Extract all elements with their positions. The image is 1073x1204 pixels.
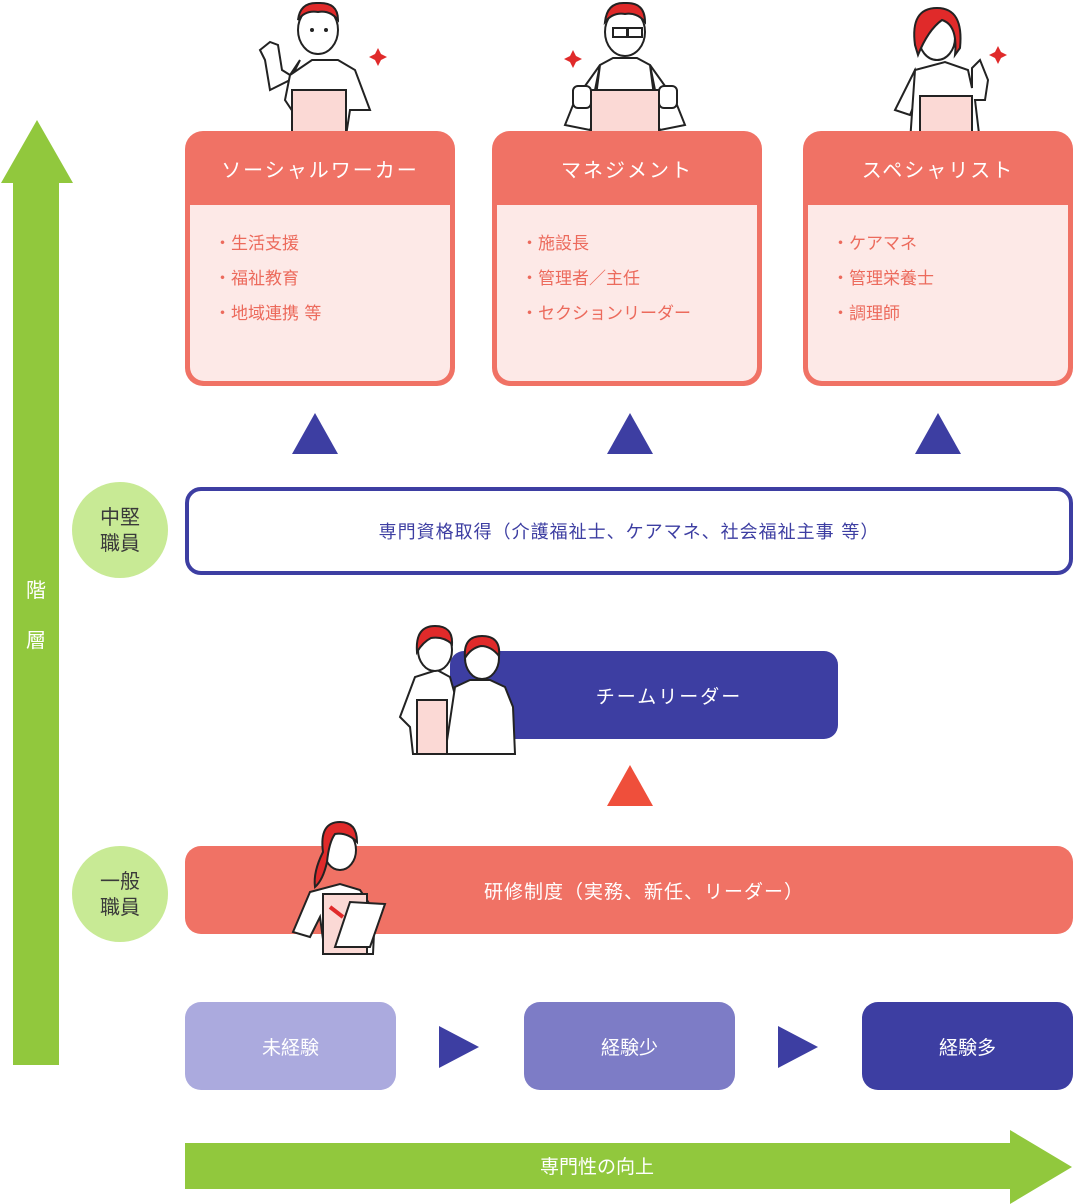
card-item: 地域連携 等 [190, 297, 450, 332]
next-arrow-icon [439, 1026, 479, 1068]
manager-illustration [563, 1, 687, 143]
level-badge-line: 職員 [100, 531, 140, 555]
card-body: 施設長 管理者／主任 セクションリーダー [497, 205, 757, 381]
up-arrow-icon [607, 413, 653, 454]
hierarchy-label-1: 階 [26, 578, 46, 602]
up-arrow-icon [292, 413, 338, 454]
card-title: マネジメント [561, 157, 693, 182]
experience-label: 未経験 [261, 1036, 319, 1059]
qualification-box: 専門資格取得（介護福祉士、ケアマネ、社会福祉主事 等） [185, 487, 1073, 575]
experience-label: 経験少 [600, 1036, 658, 1059]
level-badge-line: 一般 [100, 869, 140, 893]
experience-step-little: 経験少 [524, 1002, 735, 1090]
specialist-illustration [893, 6, 1007, 143]
card-item: 生活支援 [190, 227, 450, 262]
card-item: 管理栄養士 [808, 262, 1068, 297]
up-arrow-icon [915, 413, 961, 454]
card-item: セクションリーダー [497, 297, 757, 332]
level-badge-line: 職員 [100, 895, 140, 919]
career-card-management: マネジメント 施設長 管理者／主任 セクションリーダー [492, 131, 762, 386]
experience-label: 経験多 [938, 1036, 996, 1059]
level-badge-line: 中堅 [100, 505, 140, 529]
expertise-arrow [185, 1130, 1072, 1204]
career-card-specialist: スペシャリスト ケアマネ 管理栄養士 調理師 [803, 131, 1073, 386]
card-item: 管理者／主任 [497, 262, 757, 297]
career-card-social-worker: ソーシャルワーカー 生活支援 福祉教育 地域連携 等 [185, 131, 455, 386]
experience-step-much: 経験多 [862, 1002, 1073, 1090]
card-title: スペシャリスト [861, 157, 1015, 182]
card-body: ケアマネ 管理栄養士 調理師 [808, 205, 1068, 381]
next-arrow-icon [778, 1026, 818, 1068]
team-illustration [398, 624, 517, 755]
training-label: 研修制度（実務、新任、リーダー） [483, 880, 804, 903]
staff-illustration-fist [258, 1, 387, 143]
hierarchy-label-2: 層 [26, 628, 46, 652]
hierarchy-arrow [1, 120, 73, 1065]
expertise-label: 専門性の向上 [540, 1156, 655, 1178]
experience-step-none: 未経験 [185, 1002, 396, 1090]
card-item: 施設長 [497, 227, 757, 262]
level-badge-mid: 中堅 職員 [72, 482, 168, 578]
team-leader-label: チームリーダー [595, 685, 743, 708]
trainee-illustration [291, 820, 387, 955]
up-arrow-red-icon [607, 765, 653, 806]
card-body: 生活支援 福祉教育 地域連携 等 [190, 205, 450, 381]
card-item: 調理師 [808, 297, 1068, 332]
level-badge-general: 一般 職員 [72, 846, 168, 942]
card-item: 福祉教育 [190, 262, 450, 297]
card-item: ケアマネ [808, 227, 1068, 262]
card-title: ソーシャルワーカー [221, 157, 419, 182]
